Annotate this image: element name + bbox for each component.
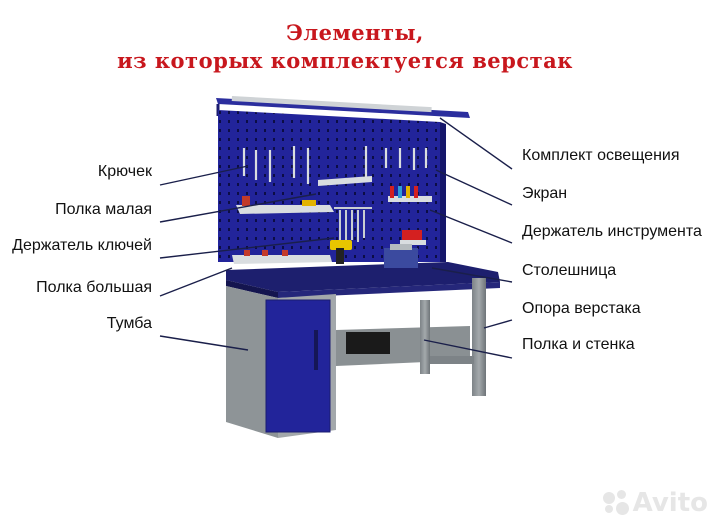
label-screen: Экран	[522, 185, 568, 202]
label-cabinet: Тумба	[106, 315, 152, 332]
leader-lines	[159, 117, 513, 359]
tool-holder	[388, 186, 432, 245]
vise	[384, 244, 418, 268]
avito-watermark-text: Avito	[632, 488, 708, 518]
label-key-holder: Держатель ключей	[12, 237, 152, 254]
label-small-shelf: Полка малая	[55, 201, 152, 218]
avito-logo-icon	[602, 490, 629, 516]
cabinet	[226, 286, 336, 438]
avito-watermark: Avito	[602, 488, 708, 518]
key-holder	[334, 207, 372, 242]
workbench-support	[420, 278, 486, 396]
drill	[330, 240, 352, 264]
label-tool-holder: Держатель инструмента	[522, 223, 702, 240]
label-tabletop: Столешница	[522, 262, 617, 279]
label-workbench-support: Опора верстака	[522, 300, 641, 317]
label-large-shelf: Полка большая	[36, 279, 152, 296]
label-lighting-kit: Комплект освещения	[522, 147, 680, 164]
label-shelf-and-wall: Полка и стенка	[522, 336, 635, 353]
hooks	[242, 146, 428, 184]
title-line-1: Элементы,	[286, 20, 424, 45]
large-shelf	[232, 250, 332, 264]
small-shelf	[236, 176, 372, 214]
title-line-2: из которых комплектуется верстак	[117, 48, 573, 73]
label-hook: Крючек	[97, 163, 152, 180]
tabletop	[226, 262, 500, 298]
screen-panel	[218, 110, 446, 262]
